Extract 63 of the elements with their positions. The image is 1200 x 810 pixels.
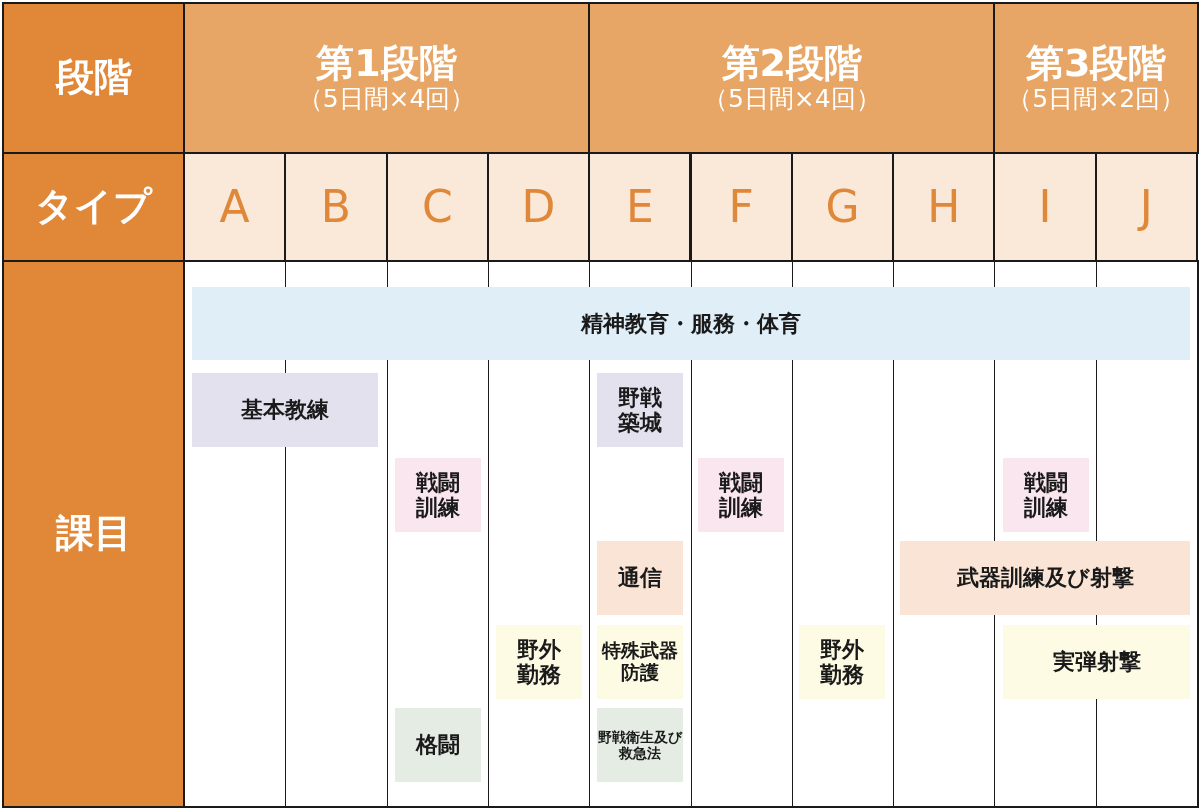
cell-text: 戦闘訓練	[718, 469, 764, 521]
cell-text: 野戦築城	[617, 384, 663, 436]
subject-bar	[597, 373, 683, 447]
subject-bar	[597, 708, 683, 782]
type-header-cell	[284, 152, 388, 262]
cell-text: タイプ	[35, 185, 152, 229]
cell-text: 段階	[55, 56, 132, 100]
cell-text: 野戦衛生及び救急法	[597, 728, 683, 762]
type-header-cell	[1094, 152, 1198, 262]
stage-header-cell	[588, 2, 996, 154]
subject-bar	[900, 541, 1190, 615]
row-header-cell	[2, 152, 185, 262]
subject-bar	[1003, 625, 1190, 699]
cell-text: J	[1139, 181, 1153, 233]
cell-text: 実弾射撃	[1052, 649, 1141, 675]
type-header-cell	[993, 152, 1097, 262]
row-header-cell	[2, 260, 185, 808]
type-header-cell	[689, 152, 793, 262]
cell-text: G	[825, 181, 860, 233]
subject-bar	[1003, 458, 1089, 532]
cell-text: C	[421, 181, 453, 233]
cell-text: 特殊武器防護	[601, 640, 679, 684]
cell-text: A	[219, 181, 250, 233]
cell-text: E	[625, 181, 654, 233]
type-header-cell	[385, 152, 489, 262]
cell-text: 野外勤務	[819, 636, 865, 688]
subject-bar	[597, 625, 683, 699]
cell-text: 課目	[55, 512, 132, 556]
cell-text: 武器訓練及び射撃	[956, 565, 1134, 591]
subject-bar	[597, 541, 683, 615]
cell-text: 戦闘訓練	[415, 469, 461, 521]
type-header-cell	[486, 152, 591, 262]
cell-text: 戦闘訓練	[1023, 469, 1069, 521]
subject-bar	[799, 625, 885, 699]
cell-text: 通信	[618, 565, 662, 591]
type-header-cell	[892, 152, 996, 262]
stage-header-cell	[993, 2, 1199, 154]
type-header-cell	[790, 152, 895, 262]
cell-text: D	[521, 181, 556, 233]
cell-text: B	[320, 181, 352, 233]
cell-text: 格闘	[416, 732, 460, 758]
cell-text: F	[728, 181, 754, 233]
cell-text: 精神教育・服務・体育	[581, 310, 801, 337]
cell-text: 野外勤務	[516, 636, 562, 688]
cell-text: H	[927, 181, 961, 233]
cell-subtext: （5日間×4回）	[297, 85, 476, 115]
cell-text: 第1段階	[316, 41, 457, 86]
cell-text: 第3段階	[1025, 41, 1167, 86]
cell-text: 第2段階	[721, 41, 862, 86]
cell-text: I	[1038, 181, 1052, 233]
cell-subtext: （5日間×4回）	[702, 85, 881, 115]
type-header-cell	[183, 152, 287, 262]
subject-bar	[496, 625, 582, 699]
stage-header-cell	[183, 2, 591, 154]
row-header-cell	[2, 2, 185, 154]
subject-bar	[395, 458, 481, 532]
subject-bar	[698, 458, 784, 532]
type-header-cell	[588, 152, 692, 262]
cell-text: 基本教練	[241, 397, 329, 423]
subject-bar	[192, 287, 1190, 360]
cell-subtext: （5日間×2回）	[1007, 85, 1186, 115]
subject-bar	[192, 373, 378, 447]
subject-bar	[395, 708, 481, 782]
